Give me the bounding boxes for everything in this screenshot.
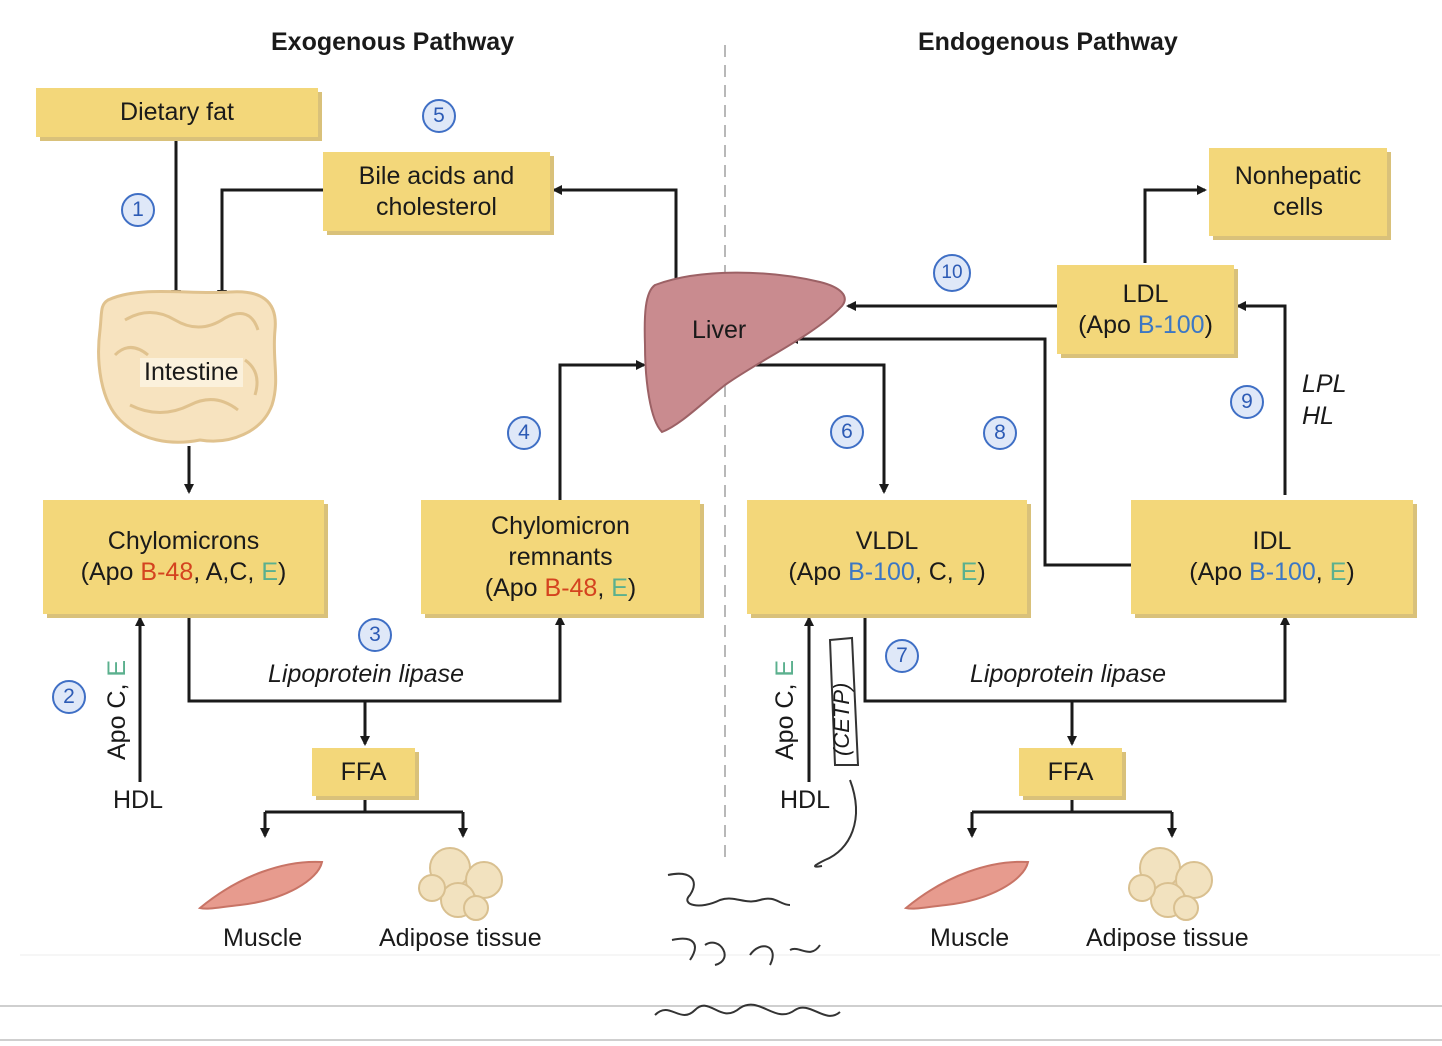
step-marker-8: 8 bbox=[983, 416, 1017, 450]
cetp-label: (CETP) bbox=[829, 682, 854, 756]
dietary-fat-box: Dietary fat bbox=[36, 88, 318, 137]
arrow-chylomicrons-to-remnants bbox=[187, 614, 565, 703]
step-marker-4: 4 bbox=[507, 416, 541, 450]
arrow-remnants-to-liver bbox=[558, 360, 646, 500]
bile-acids-line1: Bile acids and bbox=[358, 161, 515, 190]
step-marker-1: 1 bbox=[121, 193, 155, 227]
liver-label: Liver bbox=[692, 316, 747, 344]
remnants-line1: Chylomicron bbox=[491, 511, 630, 540]
arrow-ffa-split-endo bbox=[972, 796, 1172, 814]
lpl-label: LPL bbox=[1302, 370, 1347, 398]
nonhepatic-line2: cells bbox=[1272, 193, 1323, 221]
arrow-ldl-to-nonhepatic bbox=[1143, 185, 1207, 263]
hdl-label-endo: HDL bbox=[780, 786, 831, 814]
muscle-label-endo: Muscle bbox=[930, 924, 1010, 952]
arrow-ffa-split-exo bbox=[265, 796, 463, 814]
adipose-illustration-endo bbox=[1128, 847, 1213, 921]
hl-label: HL bbox=[1302, 402, 1334, 430]
arrow-liver-to-bile bbox=[552, 185, 678, 290]
vldl-apo: (Apo B-100, C, E) bbox=[788, 558, 986, 586]
muscle-label-exo: Muscle bbox=[223, 924, 303, 952]
adipose-illustration-exo bbox=[418, 847, 503, 921]
remnants-line2: remnants bbox=[508, 542, 613, 571]
lipase-label-exo: Lipoprotein lipase bbox=[268, 660, 464, 688]
intestine-label: Intestine bbox=[140, 358, 243, 387]
chylomicron-remnants-box: Chylomicron remnants (Apo B-48, E) bbox=[421, 500, 700, 614]
step-marker-6: 6 bbox=[830, 415, 864, 449]
ffa-box-endo: FFA bbox=[1019, 748, 1122, 796]
apo-ce-label-exo: Apo C, E bbox=[103, 659, 131, 760]
arrow-idl-to-ldl bbox=[1236, 301, 1287, 495]
idl-apo: (Apo B-100, E) bbox=[1189, 558, 1355, 586]
chylomicrons-box: Chylomicrons (Apo B-48, A,C, E) bbox=[43, 500, 324, 614]
ffa-label-endo: FFA bbox=[1047, 757, 1094, 786]
ffa-box-exo: FFA bbox=[312, 748, 415, 796]
ldl-box: LDL (Apo B-100) bbox=[1057, 265, 1234, 354]
arrow-idl-to-liver bbox=[788, 334, 1131, 567]
bile-acids-box: Bile acids and cholesterol bbox=[323, 152, 550, 231]
step-marker-5: 5 bbox=[422, 99, 456, 133]
adipose-label-endo: Adipose tissue bbox=[1086, 924, 1249, 952]
idl-box: IDL (Apo B-100, E) bbox=[1131, 500, 1413, 614]
step-marker-7: 7 bbox=[885, 639, 919, 673]
arrow-vldl-to-idl bbox=[863, 614, 1290, 703]
arrow-bile-to-intestine bbox=[217, 188, 323, 300]
dietary-fat-label: Dietary fat bbox=[120, 98, 234, 126]
nonhepatic-cells-box: Nonhepatic cells bbox=[1209, 148, 1387, 236]
arrow-liver-to-vldl bbox=[752, 363, 889, 494]
liver-illustration bbox=[643, 271, 846, 434]
idl-label: IDL bbox=[1252, 527, 1292, 555]
ldl-apo: (Apo B-100) bbox=[1078, 310, 1213, 339]
lipase-label-endo: Lipoprotein lipase bbox=[970, 660, 1166, 688]
step-marker-10: 10 bbox=[933, 254, 971, 292]
bile-acids-line2: cholesterol bbox=[376, 192, 497, 221]
vldl-label: VLDL bbox=[855, 527, 919, 555]
endogenous-title: Endogenous Pathway bbox=[918, 28, 1178, 56]
hdl-label-exo: HDL bbox=[113, 786, 164, 814]
remnants-apo: (Apo B-48, E) bbox=[484, 573, 637, 602]
vldl-box: VLDL (Apo B-100, C, E) bbox=[747, 500, 1027, 614]
ldl-label: LDL bbox=[1122, 279, 1169, 308]
step-marker-9: 9 bbox=[1230, 385, 1264, 419]
handwritten-annotation bbox=[654, 636, 860, 1017]
chylomicrons-label: Chylomicrons bbox=[107, 527, 260, 555]
chylomicrons-apo: (Apo B-48, A,C, E) bbox=[80, 558, 287, 586]
step-marker-3: 3 bbox=[358, 618, 392, 652]
apo-ce-label-endo: Apo C, E bbox=[771, 659, 799, 760]
exogenous-title: Exogenous Pathway bbox=[271, 28, 515, 56]
muscle-illustration-exo bbox=[197, 860, 324, 910]
muscle-illustration-endo bbox=[903, 860, 1030, 910]
adipose-label-exo: Adipose tissue bbox=[379, 924, 542, 952]
ffa-label-exo: FFA bbox=[340, 757, 387, 786]
step-marker-2: 2 bbox=[52, 680, 86, 714]
nonhepatic-line1: Nonhepatic bbox=[1234, 162, 1362, 190]
